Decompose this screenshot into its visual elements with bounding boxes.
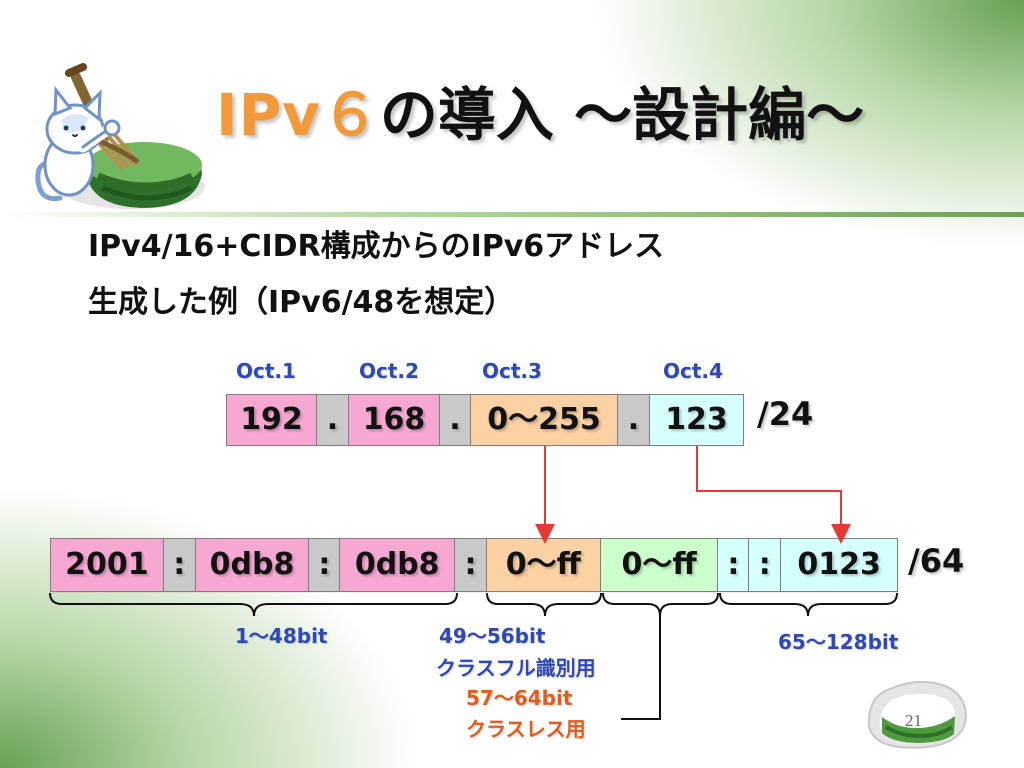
- oct-1-label: Oct.1: [236, 359, 296, 383]
- ipv4-separator-3: .: [618, 395, 650, 445]
- title-main-text: の導入 〜設計編〜: [379, 81, 865, 149]
- ipv6-address-row: 2001 : 0db8 : 0db8 : 0〜ff 0〜ff : : 0123: [50, 538, 898, 592]
- page-number: 21: [905, 711, 922, 730]
- ipv4-octet-2: 168: [349, 395, 440, 445]
- ipv6-colon-4: :: [718, 539, 750, 591]
- ipv6-prefix-label: /64: [908, 542, 965, 580]
- bits-65-128-label: 65〜128bit: [778, 630, 899, 654]
- ipv6-colon-2: :: [309, 539, 341, 591]
- oct-3-label: Oct.3: [482, 359, 542, 383]
- ipv4-octet-1: 192: [227, 395, 317, 445]
- matcha-bowl-icon: [86, 142, 202, 208]
- subtitle-line-1: IPv4/16+CIDR構成からのIPv6アドレス: [88, 229, 665, 264]
- cat-mascot-icon: [26, 62, 216, 222]
- ipv4-separator-1: .: [317, 395, 349, 445]
- ipv6-segment-classless: 0〜ff: [600, 539, 719, 591]
- classless-leader-line: [621, 616, 661, 720]
- arrow-octet-4-to-ipv6: [696, 446, 851, 544]
- title-accent-text: IPv６: [216, 81, 380, 149]
- ipv6-segment-0db8-a: 0db8: [195, 539, 310, 591]
- tea-bowl-page-badge-icon: [862, 674, 972, 752]
- ipv6-segment-0db8-b: 0db8: [340, 539, 456, 591]
- brace-65-128: [719, 592, 898, 617]
- ipv6-segment-classful: 0〜ff: [486, 539, 601, 591]
- ipv6-segment-0123: 0123: [781, 539, 897, 591]
- ipv6-colon-5: :: [749, 539, 782, 591]
- ipv4-octet-4: 123: [650, 395, 743, 445]
- oct-2-label: Oct.2: [359, 359, 419, 383]
- ipv6-segment-2001: 2001: [51, 539, 164, 591]
- subtitle-line-2: 生成した例（IPv6/48を想定）: [88, 285, 515, 320]
- page-title: IPv６の導入 〜設計編〜: [216, 86, 864, 144]
- classful-use-label: クラスフル識別用: [436, 656, 596, 680]
- ipv4-address-row: 192 . 168 . 0〜255 . 123: [226, 394, 744, 446]
- ipv4-octet-3: 0〜255: [471, 395, 618, 445]
- oct-4-label: Oct.4: [663, 359, 723, 383]
- classless-use-label: クラスレス用: [466, 717, 586, 741]
- ipv4-separator-2: .: [440, 395, 471, 445]
- bits-57-64-label: 57〜64bit: [466, 686, 573, 710]
- brace-49-56: [486, 592, 602, 617]
- ipv6-colon-3: :: [455, 539, 487, 591]
- bits-1-48-label: 1〜48bit: [235, 624, 328, 648]
- brace-57-64: [602, 592, 719, 617]
- ipv4-prefix-label: /24: [757, 395, 814, 433]
- title-underline: [0, 212, 1024, 217]
- bits-49-56-label: 49〜56bit: [439, 624, 546, 648]
- ipv6-colon-1: :: [163, 539, 196, 591]
- brace-1-48: [49, 592, 458, 617]
